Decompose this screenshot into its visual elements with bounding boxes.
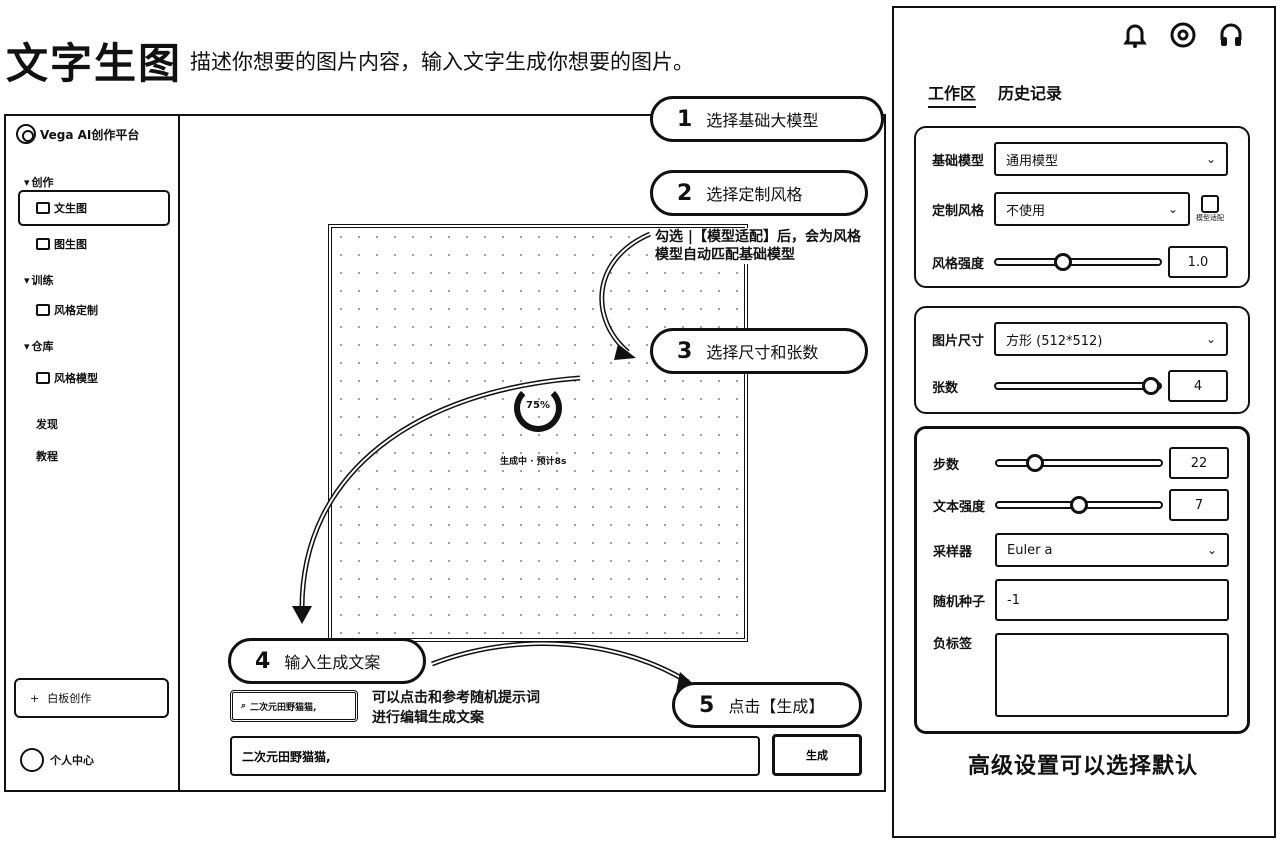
- avatar: [20, 748, 44, 772]
- sidebar: Vega AI创作平台 ▾ 创作 文生图 图生图 ▾ 训练 风格定制 ▾ 仓库: [6, 116, 180, 790]
- brand-logo-icon: [16, 124, 36, 144]
- brand[interactable]: Vega AI创作平台: [16, 124, 139, 144]
- model-icon: [36, 372, 50, 384]
- steps-row: 步数 22: [933, 447, 1229, 479]
- checkbox-icon: [1201, 195, 1219, 213]
- model-adapt-checkbox[interactable]: 模型适配: [1196, 195, 1224, 223]
- sidebar-group-repo[interactable]: ▾ 仓库: [24, 339, 54, 354]
- tab-history[interactable]: 历史记录: [998, 84, 1063, 103]
- negative-input[interactable]: [995, 633, 1229, 717]
- chevron-down-icon: ⌄: [1167, 202, 1178, 216]
- brand-name: Vega AI创作平台: [40, 127, 140, 142]
- bell-icon[interactable]: [1120, 20, 1150, 50]
- sidebar-item-tutorial[interactable]: 教程: [36, 450, 58, 463]
- tab-workspace[interactable]: 工作区: [928, 80, 977, 108]
- style-strength-row: 风格强度 1.0: [932, 246, 1228, 278]
- text-strength-value[interactable]: 7: [1169, 489, 1229, 521]
- advanced-note: 高级设置可以选择默认: [968, 754, 1199, 779]
- size-select[interactable]: 方形 (512*512) ⌄: [994, 322, 1228, 356]
- chevron-down-icon: ⌄: [1206, 543, 1217, 557]
- profile-link[interactable]: 个人中心: [20, 748, 94, 772]
- grid-icon: [36, 304, 50, 316]
- count-slider[interactable]: [994, 377, 1162, 395]
- step-4-pill: 4 输入生成文案: [228, 638, 426, 684]
- chevron-down-icon: ▾: [24, 273, 30, 287]
- step-5-pill: 5 点击【生成】: [672, 682, 862, 728]
- panel-tabs: 工作区 历史记录: [928, 80, 1062, 108]
- progress-status: 生成中 · 预计8s: [500, 457, 567, 467]
- picture-icon: [36, 238, 50, 250]
- plus-icon: +: [30, 691, 40, 705]
- slider-knob[interactable]: [1142, 377, 1160, 395]
- base-model-row: 基础模型 通用模型 ⌄: [932, 142, 1228, 176]
- sidebar-item-style-model[interactable]: 风格模型: [36, 370, 98, 386]
- progress-percent: 75%: [526, 400, 550, 411]
- steps-value[interactable]: 22: [1169, 447, 1229, 479]
- page-subtitle: 描述你想要的图片内容，输入文字生成你想要的图片。: [190, 50, 694, 74]
- slider-knob[interactable]: [1054, 253, 1073, 271]
- style-strength-value[interactable]: 1.0: [1168, 246, 1228, 278]
- sampler-select[interactable]: Euler a ⌄: [995, 533, 1229, 567]
- chevron-down-icon: ▾: [24, 175, 30, 189]
- slider-knob[interactable]: [1026, 454, 1045, 472]
- prompt-input[interactable]: [230, 736, 760, 776]
- style-adapt-note: 勾选 |【模型适配】后，会为风格 模型自动匹配基础模型: [655, 228, 861, 264]
- style-strength-slider[interactable]: [994, 253, 1162, 271]
- step-1-pill: 1 选择基础大模型: [650, 96, 884, 142]
- whiteboard-button[interactable]: + 白板创作: [14, 678, 169, 718]
- negative-row: 负标签: [933, 633, 1229, 717]
- settings-panel: 工作区 历史记录 基础模型 通用模型 ⌄ 定制风格 不使用 ⌄ 模型适配 风格强…: [892, 6, 1276, 838]
- sidebar-group-train[interactable]: ▾ 训练: [24, 273, 54, 288]
- step-2-pill: 2 选择定制风格: [650, 170, 868, 216]
- count-value[interactable]: 4: [1168, 370, 1228, 402]
- text-strength-row: 文本强度 7: [933, 489, 1229, 521]
- advanced-section: 步数 22 文本强度 7 采样器 Euler a ⌄ 随机种子 -1 负标签: [914, 426, 1250, 734]
- model-section: 基础模型 通用模型 ⌄ 定制风格 不使用 ⌄ 模型适配 风格强度 1.0: [914, 126, 1250, 288]
- gear-icon[interactable]: [1168, 20, 1198, 50]
- chevron-down-icon: ⌄: [1205, 332, 1216, 346]
- seed-row: 随机种子 -1: [933, 579, 1229, 621]
- random-prompt-chip[interactable]: ⌕ 二次元田野猫猫,: [230, 690, 358, 722]
- chevron-down-icon: ▾: [24, 339, 30, 353]
- slider-knob[interactable]: [1070, 496, 1088, 514]
- text-strength-slider[interactable]: [995, 496, 1163, 514]
- sidebar-item-image-to-image[interactable]: 图生图: [36, 236, 87, 252]
- headset-icon[interactable]: [1216, 20, 1246, 50]
- sampler-row: 采样器 Euler a ⌄: [933, 533, 1229, 567]
- image-canvas: 75% 生成中 · 预计8s: [328, 224, 748, 642]
- style-select[interactable]: 不使用 ⌄: [994, 192, 1190, 226]
- count-row: 张数 4: [932, 370, 1228, 402]
- style-row: 定制风格 不使用 ⌄ 模型适配: [932, 192, 1224, 226]
- base-model-select[interactable]: 通用模型 ⌄: [994, 142, 1228, 176]
- size-section: 图片尺寸 方形 (512*512) ⌄ 张数 4: [914, 306, 1250, 414]
- sidebar-group-create[interactable]: ▾ 创作: [24, 175, 54, 190]
- search-icon: ⌕: [241, 701, 247, 711]
- size-row: 图片尺寸 方形 (512*512) ⌄: [932, 322, 1228, 356]
- step-3-pill: 3 选择尺寸和张数: [650, 328, 868, 374]
- image-icon: [36, 202, 50, 214]
- steps-slider[interactable]: [995, 454, 1163, 472]
- sidebar-item-style-custom[interactable]: 风格定制: [36, 302, 98, 318]
- sidebar-item-discover[interactable]: 发现: [36, 418, 58, 431]
- generate-button[interactable]: 生成: [772, 734, 862, 776]
- seed-input[interactable]: -1: [995, 579, 1229, 621]
- sidebar-item-text-to-image[interactable]: 文生图: [18, 190, 170, 226]
- page-title: 文字生图: [6, 39, 183, 88]
- chevron-down-icon: ⌄: [1205, 152, 1216, 166]
- random-prompt-note: 可以点击和参考随机提示词 进行编辑生成文案: [372, 690, 540, 726]
